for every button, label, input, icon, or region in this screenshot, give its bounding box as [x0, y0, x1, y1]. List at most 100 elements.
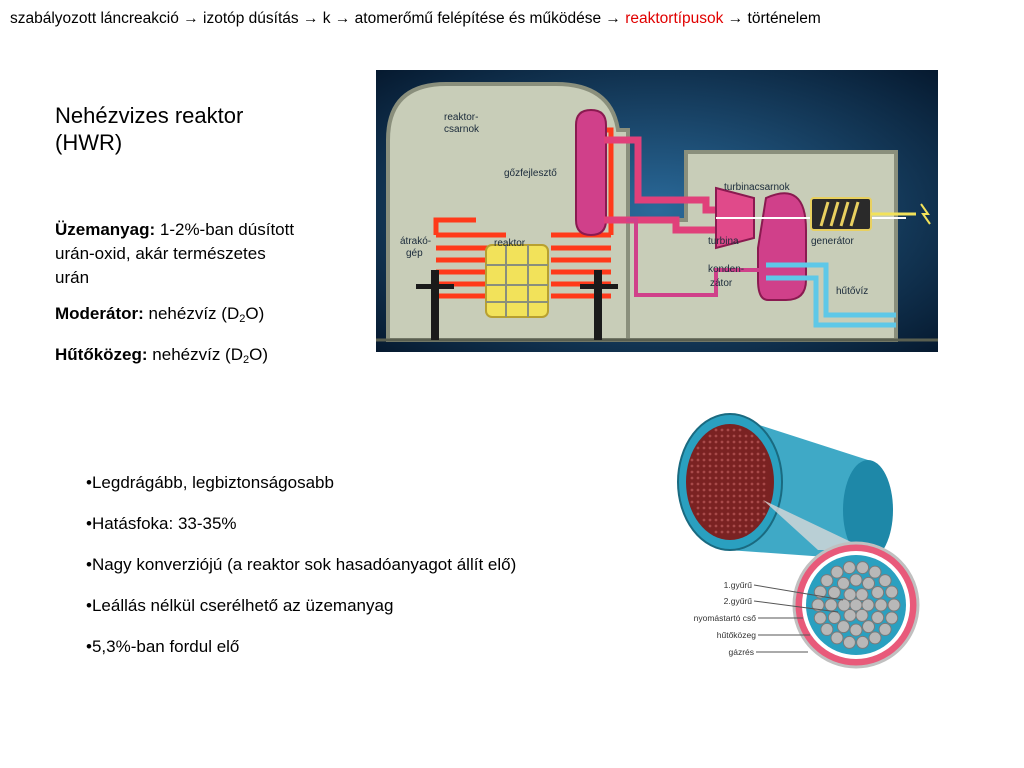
breadcrumb-item-chain-reaction[interactable]: szabályozott láncreakció	[10, 10, 179, 27]
fuel-rod-dot	[744, 470, 748, 474]
fuel-rod-dot	[726, 470, 730, 474]
steam-generator	[575, 108, 607, 237]
refuelling-machines	[416, 270, 618, 340]
fuel-rod-dot	[690, 500, 694, 504]
fuel-rod-dot	[696, 482, 700, 486]
fuel-rod	[813, 585, 827, 599]
label-condenser-1: konden-	[708, 264, 744, 275]
fuel-rod-dot	[702, 500, 706, 504]
reactor-specs: Üzemanyag: 1-2%-ban dúsított urán-oxid, …	[55, 218, 295, 384]
fuel-rod-dot	[744, 440, 748, 444]
fuel-rod-dot	[732, 518, 736, 522]
fuel-rod-dot	[720, 476, 724, 480]
fuel-rod-dot	[750, 488, 754, 492]
page-title-line1: Nehézvizes reaktor	[55, 103, 244, 128]
fuel-rod-dot	[702, 488, 706, 492]
fuel-rod-dot	[720, 488, 724, 492]
fuel-rod-dot	[732, 470, 736, 474]
fuel-rod-dot	[750, 470, 754, 474]
fuel-rod-dot	[702, 440, 706, 444]
fuel-rod-dot	[750, 476, 754, 480]
fuel-rod-dot	[750, 464, 754, 468]
fuel-rod-dot	[708, 506, 712, 510]
steam-loop-pipes	[604, 136, 736, 234]
fuel-rod-dot	[756, 494, 760, 498]
label-ring-2: 2.gyűrű	[724, 596, 753, 606]
fuel-rod-dot	[720, 494, 724, 498]
fuel-rod	[855, 588, 869, 602]
fuel-rod-dot	[720, 464, 724, 468]
fuel-rod-dot	[696, 500, 700, 504]
breadcrumb-item-history[interactable]: történelem	[747, 10, 821, 27]
breadcrumb-item-power-plant[interactable]: atomerőmű felépítése és működése	[354, 10, 602, 27]
spec-fuel: Üzemanyag: 1-2%-ban dúsított urán-oxid, …	[55, 218, 295, 290]
fuel-rod-dot	[720, 482, 724, 486]
list-item: •Legdrágább, legbiztonságosabb	[86, 473, 334, 492]
fuel-rod-dot	[708, 482, 712, 486]
fuel-rod-dot	[744, 446, 748, 450]
fuel-rod-dot	[720, 458, 724, 462]
list-item: •Leállás nélkül cserélhető az üzemanyag	[86, 596, 394, 615]
fuel-rod-dot	[714, 470, 718, 474]
fuel-rod	[842, 635, 856, 649]
fuel-rod	[827, 611, 841, 624]
fuel-rod-dot	[738, 518, 742, 522]
fuel-rod	[820, 622, 834, 636]
fuel-rod-dot	[738, 500, 742, 504]
fuel-rod-dot	[714, 476, 718, 480]
spec-moderator: Moderátor: nehézvíz (D2O)	[55, 302, 295, 331]
label-reactor: reaktor	[494, 238, 526, 249]
fuel-rod-dot	[708, 464, 712, 468]
fuel-rod-dot	[726, 488, 730, 492]
fuel-rod	[849, 573, 863, 587]
fuel-rod	[849, 623, 863, 637]
fuel-rod-dot	[756, 488, 760, 492]
fuel-rod-dot	[714, 458, 718, 462]
fuel-rod-dot	[744, 434, 748, 438]
fuel-rod-dot	[756, 458, 760, 462]
breadcrumb-item-isotope-enrichment[interactable]: izotóp dúsítás	[203, 10, 299, 27]
spec-moderator-subscript: 2	[239, 313, 246, 325]
fuel-rod	[878, 574, 892, 588]
fuel-rod-dot	[738, 530, 742, 534]
zoom-cone	[763, 500, 868, 550]
fuel-rod-dot	[690, 488, 694, 492]
diagram-labels: reaktor- csarnok gőzfejlesztő átrakó- gé…	[400, 112, 868, 297]
fuel-rod-dot	[708, 452, 712, 456]
fuel-rod-dot	[702, 476, 706, 480]
breadcrumb-item-k[interactable]: k	[322, 10, 331, 27]
list-item: •Nagy konverziójú (a reaktor sok hasadóa…	[86, 555, 517, 574]
breadcrumb-item-reactor-types[interactable]: reaktortípusok	[625, 10, 724, 27]
fuel-rod-dot	[732, 452, 736, 456]
fuel-rod	[837, 576, 850, 590]
label-steam-generator: gőzfejlesztő	[504, 168, 557, 179]
list-item: •Hatásfoka: 33-35%	[86, 514, 237, 533]
core-grid	[486, 245, 548, 317]
fuel-rod	[856, 561, 870, 575]
fuel-rod-dot	[756, 452, 760, 456]
fuel-rod-dot	[720, 452, 724, 456]
label-reactor-hall-2: csarnok	[444, 124, 480, 135]
fuel-rod-dot	[750, 458, 754, 462]
fuel-rod-dot	[690, 494, 694, 498]
label-generator: generátor	[811, 236, 854, 247]
fuel-rod-dot	[732, 458, 736, 462]
spec-moderator-value: nehézvíz (D	[148, 304, 240, 323]
fuel-rod-dot	[702, 470, 706, 474]
fuel-rod-face-pattern	[690, 428, 766, 534]
fuel-rod-dot	[756, 500, 760, 504]
fuel-rod-dot	[762, 464, 766, 468]
fuel-rod-dot	[720, 518, 724, 522]
fuel-rod-dot	[750, 446, 754, 450]
fuel-rod-dot	[732, 464, 736, 468]
condenser	[757, 192, 807, 301]
list-item: •5,3%-ban fordul elő	[86, 637, 240, 656]
label-refuelling-1: átrakó-	[400, 236, 431, 247]
fuel-rod-dot	[756, 518, 760, 522]
fuel-rod	[824, 598, 838, 612]
fuel-rod-dot	[744, 518, 748, 522]
fuel-rod-dot	[696, 464, 700, 468]
breadcrumb-arrow: →	[605, 10, 621, 27]
fuel-rod	[813, 611, 827, 625]
breadcrumb-arrow: →	[334, 10, 351, 27]
